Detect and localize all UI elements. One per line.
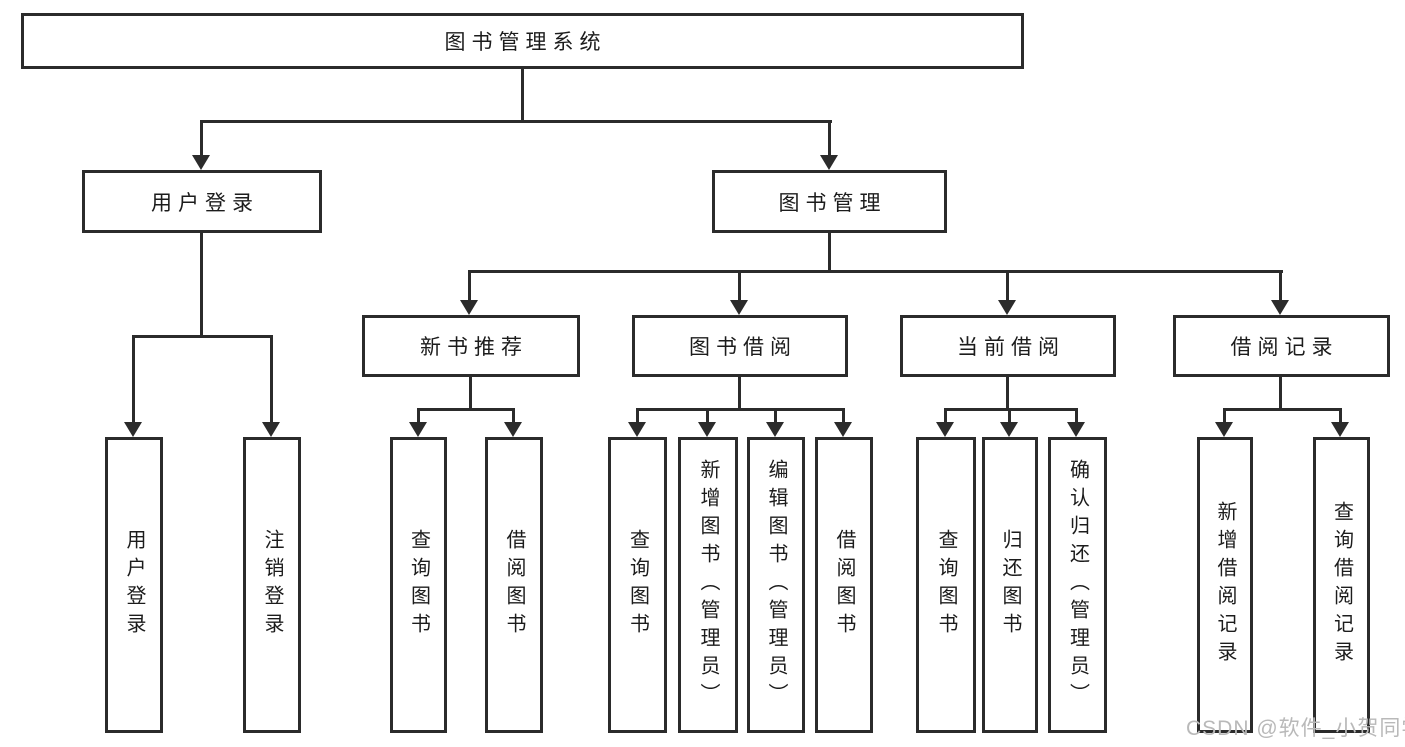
arrowhead-cb-return — [1000, 422, 1018, 437]
arrowhead-user-login — [192, 155, 210, 170]
node-book-management-label: 图书管理 — [778, 191, 887, 215]
arrowhead-cb-query — [936, 422, 954, 437]
leaf-cb-query-books-label: 查询图书 — [935, 529, 957, 641]
connector-drop-borrow-records — [1279, 270, 1282, 301]
connector-records-bar — [1223, 408, 1342, 411]
connector-drop-book-mgmt — [828, 120, 831, 157]
connector-borrowing-stem — [738, 377, 741, 408]
connector-bookmgmt-stem — [828, 233, 831, 270]
connector-current-bar — [944, 408, 1078, 411]
leaf-bb-add-books-admin-label: 新增图书（管理员） — [697, 459, 719, 711]
arrowhead-br-add — [1215, 422, 1233, 437]
arrowhead-nb-borrow — [504, 422, 522, 437]
leaf-bb-edit-books-admin: 编辑图书（管理员） — [747, 437, 805, 733]
leaf-bb-edit-books-admin-label: 编辑图书（管理员） — [765, 459, 787, 711]
arrowhead-book-mgmt — [820, 155, 838, 170]
arrowhead-bb-borrow — [834, 422, 852, 437]
arrowhead-cb-confirm — [1067, 422, 1085, 437]
arrowhead-leaf-login — [124, 422, 142, 437]
leaf-user-login: 用户登录 — [105, 437, 163, 733]
node-current-borrowing: 当前借阅 — [900, 315, 1116, 377]
leaf-cb-return-books-label: 归还图书 — [999, 529, 1021, 641]
leaf-nb-borrow-books-label: 借阅图书 — [503, 529, 525, 641]
node-borrowing-records-label: 借阅记录 — [1230, 336, 1339, 359]
connector-root-stem — [521, 69, 524, 120]
connector-drop-bb-edit — [774, 408, 777, 423]
arrowhead-bb-edit — [766, 422, 784, 437]
leaf-bb-borrow-books: 借阅图书 — [815, 437, 873, 733]
leaf-bb-add-books-admin: 新增图书（管理员） — [678, 437, 738, 733]
connector-userlogin-stem — [200, 233, 203, 335]
connector-drop-leaf-login — [132, 335, 135, 423]
leaf-cb-return-books: 归还图书 — [982, 437, 1038, 733]
leaf-nb-query-books-label: 查询图书 — [407, 529, 430, 641]
arrowhead-nb-query — [409, 422, 427, 437]
node-book-management: 图书管理 — [712, 170, 947, 233]
connector-drop-cb-return — [1008, 408, 1011, 423]
leaf-br-add-record-label: 新增借阅记录 — [1214, 501, 1236, 669]
leaf-nb-borrow-books: 借阅图书 — [485, 437, 543, 733]
leaf-br-add-record: 新增借阅记录 — [1197, 437, 1253, 733]
leaf-cb-confirm-return-admin: 确认归还（管理员） — [1048, 437, 1107, 733]
leaf-br-query-record-label: 查询借阅记录 — [1330, 501, 1353, 669]
connector-drop-nb-borrow — [512, 408, 515, 423]
node-borrowing-records: 借阅记录 — [1173, 315, 1390, 377]
connector-records-stem — [1279, 377, 1282, 408]
connector-drop-leaf-logout — [270, 335, 273, 423]
arrowhead-new-books — [460, 300, 478, 315]
node-root-library-system: 图书管理系统 — [21, 13, 1024, 69]
csdn-watermark: CSDN @软件_小贺同学 — [1186, 717, 1405, 740]
node-book-borrowing-label: 图书借阅 — [689, 336, 797, 359]
arrowhead-book-borrow — [730, 300, 748, 315]
connector-drop-br-add — [1223, 408, 1226, 423]
node-root-label: 图书管理系统 — [444, 31, 607, 54]
connector-userlogin-bar — [132, 335, 273, 338]
leaf-cb-confirm-return-admin-label: 确认归还（管理员） — [1066, 459, 1089, 711]
arrowhead-br-query — [1331, 422, 1349, 437]
connector-newbooks-bar — [417, 408, 515, 411]
node-book-borrowing: 图书借阅 — [632, 315, 848, 377]
arrowhead-borrow-records — [1271, 300, 1289, 315]
arrowhead-leaf-logout — [262, 422, 280, 437]
leaf-bb-borrow-books-label: 借阅图书 — [833, 529, 855, 641]
leaf-cb-query-books: 查询图书 — [916, 437, 976, 733]
connector-drop-book-borrow — [738, 270, 741, 301]
node-new-book-recommend-label: 新书推荐 — [420, 336, 528, 359]
connector-drop-user-login — [200, 120, 203, 157]
connector-bookmgmt-bar — [468, 270, 1283, 273]
leaf-br-query-record: 查询借阅记录 — [1313, 437, 1370, 733]
node-user-login: 用户登录 — [82, 170, 322, 233]
node-new-book-recommend: 新书推荐 — [362, 315, 580, 377]
node-user-login-label: 用户登录 — [151, 191, 259, 215]
connector-drop-bb-add — [706, 408, 709, 423]
leaf-bb-query-books: 查询图书 — [608, 437, 667, 733]
connector-drop-new-books — [468, 270, 471, 301]
arrowhead-bb-add — [698, 422, 716, 437]
leaf-bb-query-books-label: 查询图书 — [626, 529, 649, 641]
leaf-logout-label: 注销登录 — [261, 529, 283, 641]
leaf-logout: 注销登录 — [243, 437, 301, 733]
connector-drop-current-borrow — [1006, 270, 1009, 301]
arrowhead-bb-query — [628, 422, 646, 437]
connector-drop-bb-query — [636, 408, 639, 423]
connector-drop-bb-borrow — [842, 408, 845, 423]
node-current-borrowing-label: 当前借阅 — [957, 336, 1065, 359]
leaf-nb-query-books: 查询图书 — [390, 437, 447, 733]
connector-drop-cb-confirm — [1075, 408, 1078, 423]
connector-borrowing-bar — [636, 408, 845, 411]
connector-current-stem — [1006, 377, 1009, 408]
connector-drop-cb-query — [944, 408, 947, 423]
connector-root-bar — [200, 120, 832, 123]
arrowhead-current-borrow — [998, 300, 1016, 315]
connector-drop-br-query — [1339, 408, 1342, 423]
connector-drop-nb-query — [417, 408, 420, 423]
connector-newbooks-stem — [469, 377, 472, 408]
leaf-user-login-label: 用户登录 — [123, 529, 145, 641]
